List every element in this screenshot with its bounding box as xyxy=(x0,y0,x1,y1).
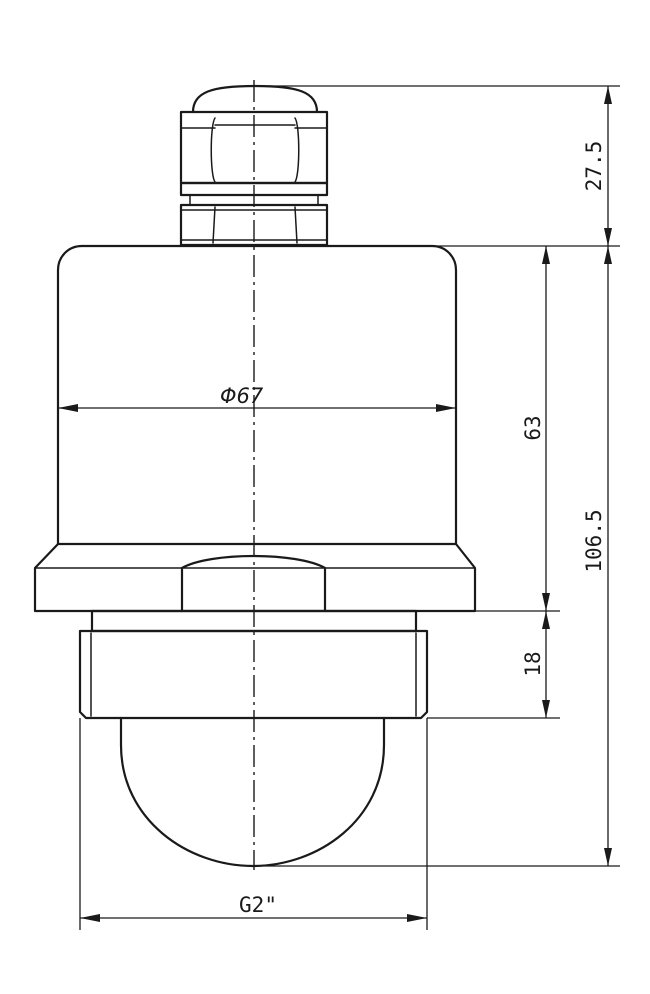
gland-cap xyxy=(191,84,319,114)
hex-collar xyxy=(33,542,477,613)
housing-outline xyxy=(56,244,458,546)
dimension-thread-height: 18 xyxy=(521,611,550,718)
dimension-label-thread-size: G2" xyxy=(239,893,277,917)
dimension-total-height: 106.5 xyxy=(582,246,612,866)
dimension-label-thread-height: 18 xyxy=(521,651,545,676)
sensor-dome xyxy=(119,716,386,868)
dimension-housing-diameter: Φ67 xyxy=(58,384,456,412)
dimension-thread-size: G2" xyxy=(80,893,427,922)
diameter-symbol: Φ xyxy=(220,384,237,408)
diameter-value: 67 xyxy=(237,384,264,408)
thread-body xyxy=(78,629,429,720)
dimension-gland-height: 27.5 xyxy=(582,86,612,246)
dimension-label-gland-height: 27.5 xyxy=(582,141,606,192)
dimension-label-housing-height: 63 xyxy=(521,415,545,440)
extension-lines xyxy=(79,85,620,930)
hex-outline xyxy=(33,542,477,613)
dimension-label-total-height: 106.5 xyxy=(582,509,606,572)
thread-section xyxy=(78,609,429,720)
housing xyxy=(56,244,458,546)
dimension-housing-height: 63 xyxy=(521,246,550,611)
dimension-label-housing-diameter: Φ67 xyxy=(220,384,264,408)
